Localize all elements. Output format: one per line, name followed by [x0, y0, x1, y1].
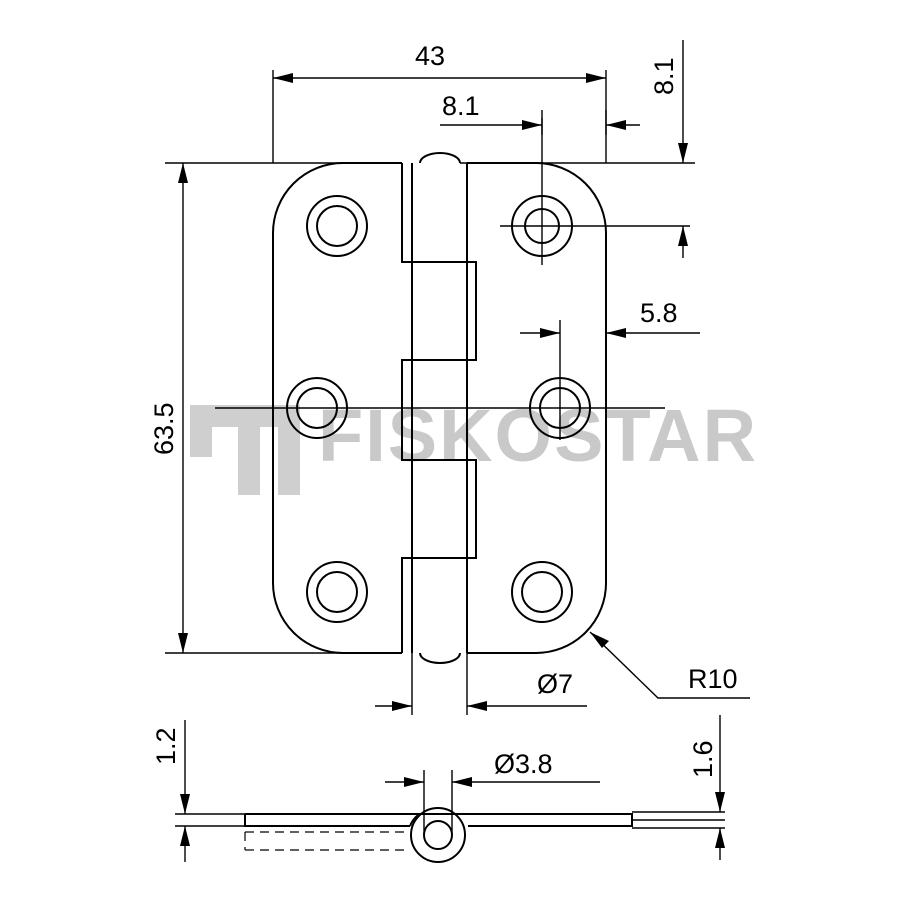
- dimension-label-r10: R10: [688, 664, 738, 694]
- dimension-overall-height: 63.5: [149, 162, 343, 654]
- dimension-knuckle-diameter: Ø7: [375, 653, 587, 715]
- dimension-leaf-thickness-right: 1.6: [632, 715, 725, 860]
- dimension-label-1-6: 1.6: [688, 740, 718, 778]
- dimension-label-63-5: 63.5: [149, 402, 179, 455]
- dimension-pin-diameter: Ø3.8: [385, 749, 600, 835]
- screw-hole-6: [511, 561, 573, 623]
- watermark-brand-text: FISKOSTAR: [318, 394, 758, 477]
- dimension-label-8-1-side: 8.1: [649, 57, 679, 95]
- dimension-label-diameter-7: Ø7: [537, 669, 573, 699]
- dimension-label-diameter-3-8: Ø3.8: [494, 749, 553, 779]
- watermark-logo: [190, 405, 300, 495]
- hinge-side-view: [175, 807, 725, 863]
- dimension-label-1-2: 1.2: [151, 727, 181, 765]
- dimension-hole-spacing: 5.8: [520, 298, 700, 338]
- dimension-corner-radius: R10: [589, 631, 750, 699]
- dimension-leaf-thickness-left: 1.2: [151, 720, 245, 862]
- dimension-label-5-8: 5.8: [640, 298, 678, 328]
- dimension-label-43: 43: [415, 41, 445, 71]
- screw-hole-1: [306, 195, 368, 257]
- dimension-hole-offset-top: 8.1: [440, 91, 640, 135]
- hinge-plate-front-view: [215, 118, 690, 664]
- dimension-label-8-1-top: 8.1: [442, 91, 480, 121]
- dimension-hole-offset-side: 8.1: [460, 40, 695, 258]
- dimension-overall-width: 43: [272, 41, 607, 163]
- screw-hole-5: [306, 561, 368, 623]
